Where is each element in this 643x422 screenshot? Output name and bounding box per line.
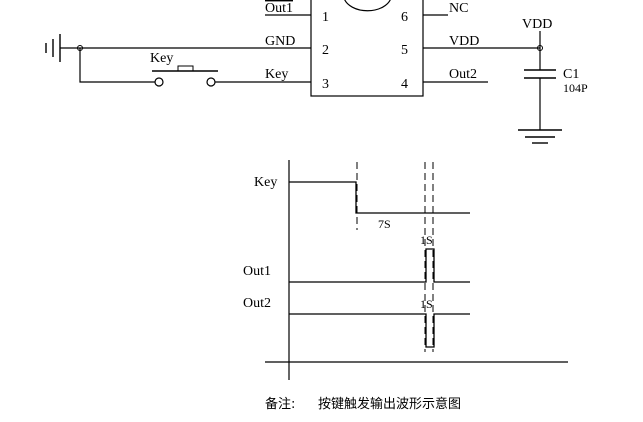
pin-4-label: Out2 [449,67,477,82]
pin-1-label: Out1 [265,1,293,16]
ground-left-symbol [45,34,80,62]
pulse2-label: 1S [420,297,433,311]
key-switch-wire-left [79,48,155,83]
pin-2-label: GND [265,34,295,49]
delay-label: 7S [378,217,391,231]
vdd-supply-label: VDD [522,17,552,32]
key-switch [152,65,218,87]
key-switch-label: Key [150,51,173,66]
capacitor-value-label: 104P [563,81,588,95]
key-signal-label: Key [254,175,277,190]
pin-2-number: 2 [322,43,329,58]
ic-chip-notch [344,0,391,12]
ground-right-symbol [518,129,562,144]
out2-signal-label: Out2 [243,296,271,311]
pulse1-label: 1S [420,233,433,247]
capacitor-ref-label: C1 [563,67,579,82]
out1-signal-label: Out1 [243,264,271,279]
pin-5-number: 5 [401,43,408,58]
key-waveform [289,181,470,214]
ic-chip [310,0,424,97]
out2-waveform [289,313,470,348]
caption-text: 按键触发输出波形示意图 [318,396,461,412]
pin-5-label: VDD [449,34,479,49]
out1-waveform [289,248,470,283]
pin-1-number: 1 [322,10,329,25]
pin-6-label: NC [449,1,468,16]
caption-prefix: 备注: [265,396,295,412]
pin-3-number: 3 [322,77,329,92]
pin-4-number: 4 [401,77,408,92]
capacitor-c1 [524,69,556,79]
ic-chip-body [310,0,424,97]
pin-3-label: Key [265,67,288,82]
pin-6-number: 6 [401,10,408,25]
